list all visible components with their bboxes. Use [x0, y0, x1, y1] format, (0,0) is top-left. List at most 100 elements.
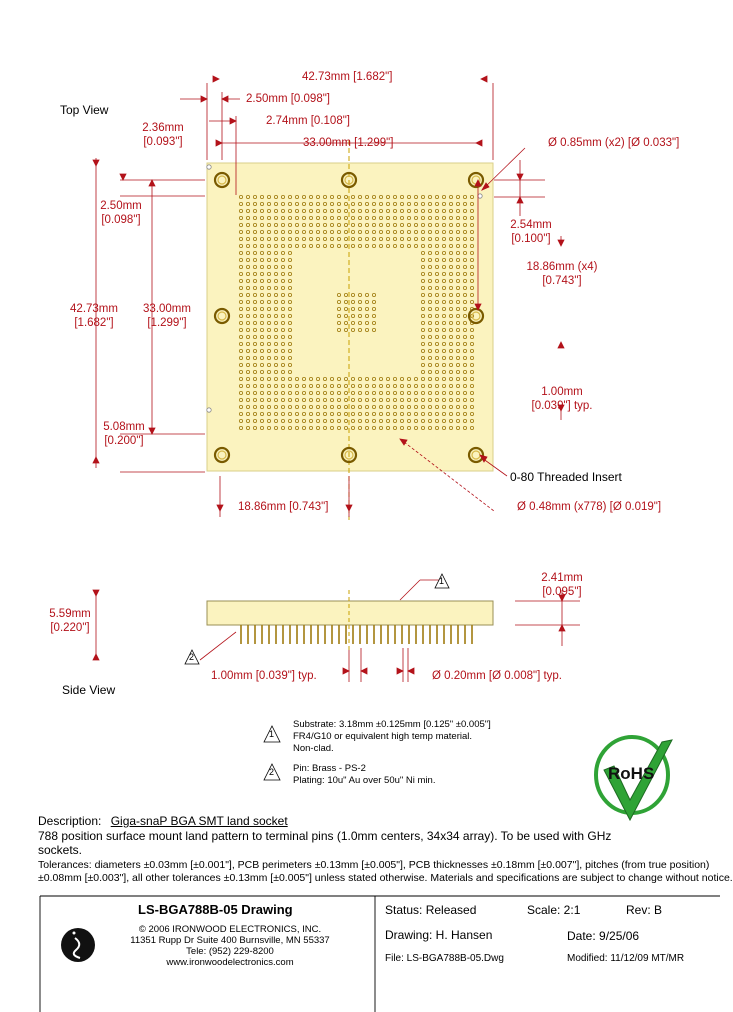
land-pad [469, 376, 474, 381]
land-pad [357, 320, 362, 325]
side-view-label: Side View [62, 683, 116, 697]
land-pad [287, 369, 292, 374]
land-pad [455, 355, 460, 360]
land-pad [259, 341, 264, 346]
land-pad [357, 292, 362, 297]
land-pad [455, 285, 460, 290]
tolerances-line-1: Tolerances: diameters ±0.03mm [±0.001"],… [38, 859, 710, 871]
land-pad [238, 257, 243, 262]
land-pad [322, 201, 327, 206]
land-pad [448, 369, 453, 374]
land-pad [441, 341, 446, 346]
land-pad [287, 355, 292, 360]
land-pad [308, 201, 313, 206]
land-pad [245, 397, 250, 402]
land-pad [357, 222, 362, 227]
land-pad [315, 397, 320, 402]
land-pad [469, 383, 474, 388]
land-pad [448, 299, 453, 304]
land-pad [273, 264, 278, 269]
land-pad [448, 201, 453, 206]
land-pad [406, 404, 411, 409]
land-pad [455, 215, 460, 220]
land-pad [455, 236, 460, 241]
land-pad [280, 208, 285, 213]
land-pad [434, 411, 439, 416]
land-pad [455, 390, 460, 395]
land-pad [245, 285, 250, 290]
land-pad [329, 383, 334, 388]
land-pad [385, 404, 390, 409]
threaded-insert-label: 0-80 Threaded Insert [510, 470, 622, 484]
land-pad [343, 320, 348, 325]
land-pad [343, 418, 348, 423]
land-pad [434, 215, 439, 220]
land-pad [273, 257, 278, 262]
land-pad [427, 397, 432, 402]
board-side-view [206, 600, 494, 626]
land-pad [238, 194, 243, 199]
land-pad [350, 306, 355, 311]
land-pad [406, 390, 411, 395]
land-pad [259, 418, 264, 423]
land-pad [448, 376, 453, 381]
land-pad [364, 222, 369, 227]
land-pad [252, 334, 257, 339]
land-pad [420, 229, 425, 234]
land-pad [280, 369, 285, 374]
land-pad [273, 306, 278, 311]
land-pad [385, 243, 390, 248]
land-pad [301, 222, 306, 227]
land-pad [392, 215, 397, 220]
land-pad [273, 397, 278, 402]
land-pad [420, 355, 425, 360]
land-pad [266, 383, 271, 388]
land-pad [259, 257, 264, 262]
callout-1-number: 1 [439, 576, 445, 586]
land-pad [441, 404, 446, 409]
land-pad [413, 411, 418, 416]
threaded-insert-icon [467, 171, 485, 189]
land-pad [259, 355, 264, 360]
land-pad [385, 229, 390, 234]
land-pad [259, 369, 264, 374]
land-pad [301, 208, 306, 213]
land-pad [266, 411, 271, 416]
land-pad [322, 194, 327, 199]
land-pad [280, 194, 285, 199]
land-pad [420, 292, 425, 297]
land-pad [280, 215, 285, 220]
website[interactable]: www.ironwoodelectronics.com [166, 957, 294, 968]
land-pad [350, 320, 355, 325]
land-pad [273, 313, 278, 318]
land-pad [301, 215, 306, 220]
land-pad [238, 390, 243, 395]
land-pad [266, 229, 271, 234]
land-pad [385, 390, 390, 395]
land-pad [462, 299, 467, 304]
land-pad [287, 397, 292, 402]
land-pad [420, 222, 425, 227]
land-pad [287, 390, 292, 395]
land-pad [420, 299, 425, 304]
land-pad [462, 194, 467, 199]
land-pad [357, 201, 362, 206]
land-pad [259, 264, 264, 269]
land-pad [441, 201, 446, 206]
land-pad [238, 355, 243, 360]
land-pad [469, 348, 474, 353]
land-pad [322, 390, 327, 395]
land-pad [420, 376, 425, 381]
description-label: Description: [38, 814, 102, 828]
land-pad [448, 327, 453, 332]
land-pad [336, 425, 341, 430]
land-pad [336, 243, 341, 248]
land-pad [441, 271, 446, 276]
land-pad [434, 278, 439, 283]
land-pad [273, 271, 278, 276]
land-pad [448, 292, 453, 297]
land-pad [455, 334, 460, 339]
land-pad [371, 306, 376, 311]
land-pad [455, 369, 460, 374]
land-pad [315, 418, 320, 423]
